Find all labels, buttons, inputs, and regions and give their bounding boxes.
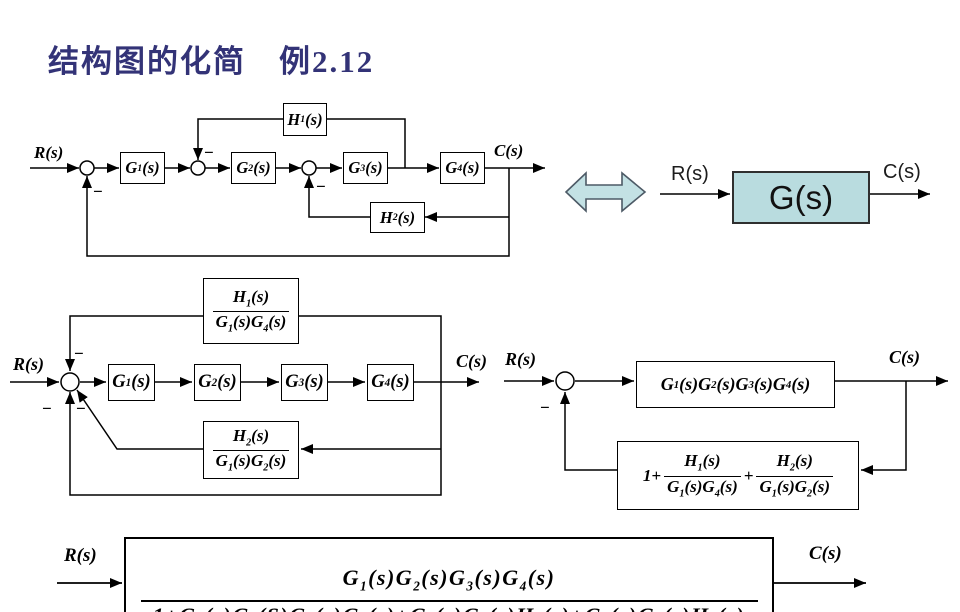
equivalence-arrow-icon [564, 171, 647, 213]
step2-output-label: C(s) [456, 351, 487, 371]
minus-sign: − [93, 182, 103, 201]
final-transfer-function-block: G1(s)G2(s)G3(s)G4(s) 1+G1(s)G2(S)G3(s)G4… [124, 537, 774, 612]
minus-sign: − [74, 344, 84, 363]
original-diagram-wiring [30, 118, 545, 257]
step3-output-label: C(s) [889, 347, 920, 367]
fraction-numerator: H1(s) [684, 451, 721, 474]
summing-junction [555, 371, 575, 391]
plus-sign: + [743, 465, 754, 485]
summing-junction [60, 372, 80, 392]
final-input-label: R(s) [64, 545, 97, 566]
minus-sign: − [42, 399, 52, 418]
summing-junction [301, 160, 317, 176]
fraction-denominator: G1(s)G2(s) [756, 475, 834, 500]
minus-sign: − [540, 398, 550, 417]
fraction: H1(s) G1(s)G4(s) [664, 451, 741, 499]
orig-output-label: C(s) [494, 141, 524, 160]
step2-feedback-block-top: H1(s) G1(s)G4(s) [203, 278, 299, 344]
step2-feedback-block-bottom: H2(s) G1(s)G2(s) [203, 421, 299, 479]
fraction: H2(s) G1(s)G2(s) [212, 425, 290, 474]
fraction-denominator: G1(s)G2(s) [212, 450, 290, 474]
minus-sign: − [204, 143, 214, 162]
equiv-block-gs: G(s) [732, 171, 870, 224]
step3-input-label: R(s) [505, 349, 536, 369]
step3-diagram-wiring [504, 371, 948, 475]
equiv-output-label: C(s) [883, 161, 921, 183]
fraction: H2(s) G1(s)G2(s) [756, 451, 834, 500]
slide-title: 结构图的化简 例2.12 [48, 44, 375, 79]
fraction-numerator: H2(s) [776, 451, 813, 474]
transfer-function-numerator: G1(s)G2(s)G3(s)G4(s) [342, 565, 556, 594]
step2-input-label: R(s) [13, 354, 44, 374]
fraction-bar [140, 600, 758, 603]
fraction-numerator: H2(s) [232, 425, 270, 449]
fraction-numerator: H1(s) [232, 286, 270, 310]
transfer-function-denominator: 1+G1(s)G2(S)G3(s)G4(s)+G2(s)G3(s)H1(s)+G… [153, 603, 746, 612]
summing-junction [79, 160, 95, 176]
fraction-denominator: G1(s)G4(s) [212, 311, 290, 335]
fraction-denominator: G1(s)G4(s) [664, 475, 741, 500]
minus-sign: − [76, 399, 86, 418]
orig-input-label: R(s) [34, 143, 64, 162]
feedback-prefix: 1+ [642, 465, 662, 485]
equiv-input-label: R(s) [671, 163, 709, 185]
final-output-label: C(s) [809, 543, 842, 564]
step3-feedback-block: 1+ H1(s) G1(s)G4(s) + H2(s) G1(s)G2(s) [617, 441, 859, 510]
step2-diagram-wiring [10, 315, 479, 496]
minus-sign: − [316, 177, 326, 196]
summing-junction [190, 160, 206, 176]
fraction: H1(s) G1(s)G4(s) [212, 286, 290, 335]
